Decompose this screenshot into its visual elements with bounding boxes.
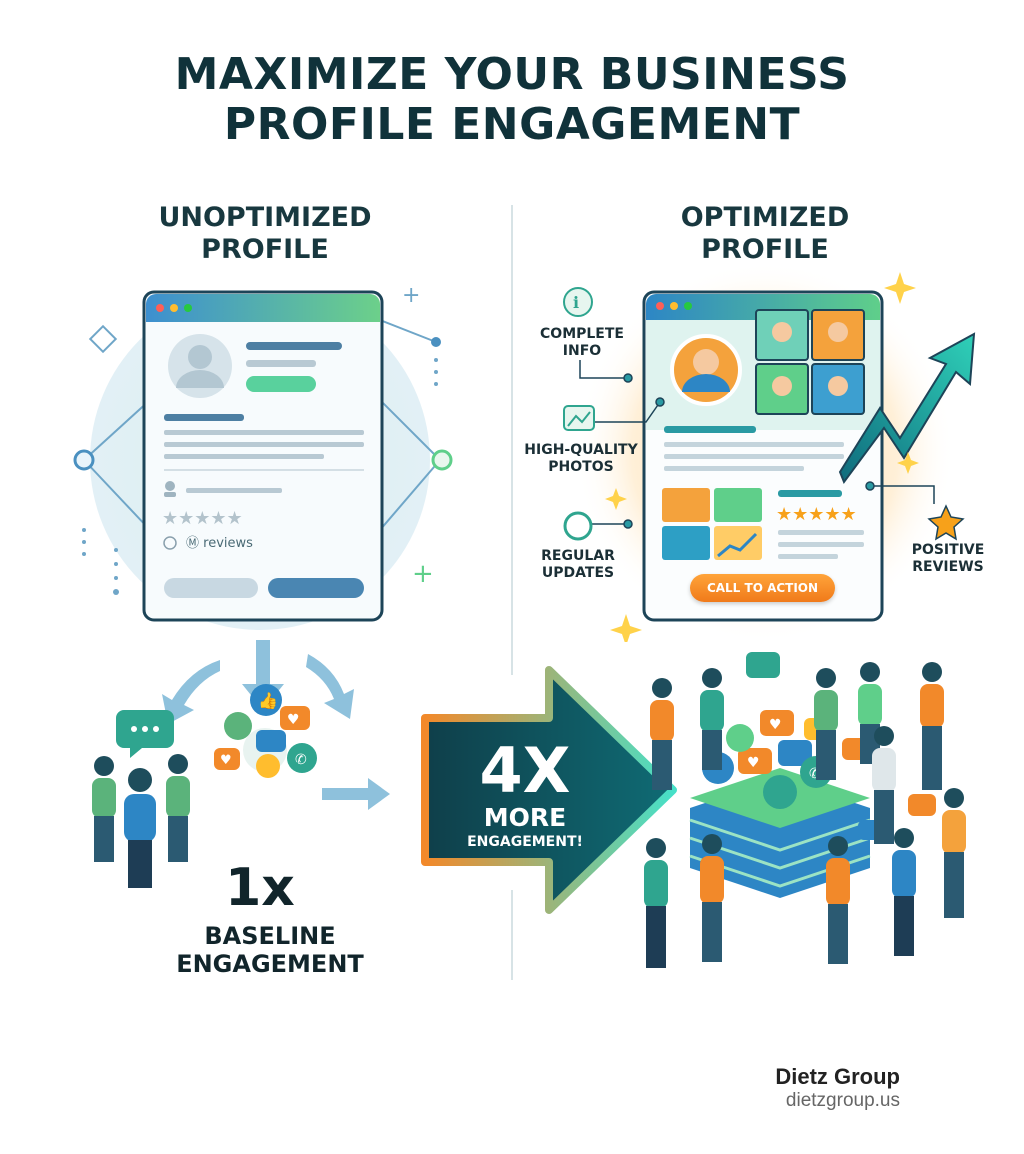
like-icon (250, 684, 282, 716)
call-to-action-button[interactable]: CALL TO ACTION (690, 574, 835, 602)
engagement-label: ENGAGEMENT! (467, 834, 583, 850)
info-icon (563, 287, 593, 317)
reviews-count-text: Ⓜ reviews (186, 536, 253, 551)
title-line-1: MAXIMIZE YOUR BUSINESS (174, 49, 850, 100)
primary-button (268, 578, 364, 598)
plus-icon: + (412, 559, 434, 589)
svg-text:♥: ♥ (769, 717, 782, 733)
unoptimized-heading: UNOPTIMIZED PROFILE (158, 202, 372, 265)
network-node-top (431, 337, 441, 347)
network-node-left (73, 449, 95, 471)
optimized-heading: OPTIMIZED PROFILE (680, 202, 850, 265)
feature-regular-updates: REGULAR UPDATES (541, 548, 615, 581)
phone-icon (287, 743, 317, 773)
refresh-icon (563, 511, 593, 541)
svg-text:✆: ✆ (809, 766, 821, 782)
empty-star-rating: ★★★★★ (162, 508, 243, 529)
svg-text:👍: 👍 (258, 691, 278, 710)
chat-bubble-icon (116, 710, 174, 758)
network-lines (83, 319, 441, 531)
heart-icon (214, 748, 240, 770)
baseline-caption: BASELINE ENGAGEMENT (176, 922, 364, 978)
heart-icon (280, 706, 310, 730)
feature-complete-info: COMPLETE INFO (540, 326, 624, 359)
photo-grid (755, 309, 865, 415)
chat-icon (256, 730, 286, 752)
optimized-illustration: ★★★★★ i (563, 262, 976, 642)
pointer-icon (256, 754, 280, 778)
engagement-more-label: MORE (483, 803, 567, 832)
brand-url[interactable]: dietzgroup.us (785, 1090, 900, 1111)
network-node-right (431, 449, 453, 471)
five-star-rating: ★★★★★ (776, 504, 857, 525)
like-icon (224, 712, 252, 740)
page-title: MAXIMIZE YOUR BUSINESS PROFILE ENGAGEMEN… (0, 50, 1024, 150)
unoptimized-illustration: + + ★★★★★ (73, 283, 453, 630)
svg-text:♥: ♥ (747, 755, 760, 771)
baseline-multiplier: 1x (225, 858, 295, 918)
diamond-shape (88, 324, 118, 354)
crowd-illustration: ♥ ♥ ✆ (644, 652, 966, 968)
svg-text:♥: ♥ (287, 712, 300, 728)
brand-name: Dietz Group (775, 1064, 900, 1089)
engagement-multiplier: 4X (479, 734, 571, 807)
crowd-people (644, 662, 966, 968)
column-divider-lower (511, 890, 513, 980)
feature-high-quality-photos: HIGH-QUALITY PHOTOS (524, 442, 638, 475)
star-icon (927, 504, 965, 541)
card-title-bar (146, 294, 380, 322)
secondary-button (164, 578, 258, 598)
sparkles (605, 272, 919, 642)
column-divider (511, 205, 513, 675)
svg-text:✆: ✆ (295, 752, 307, 768)
clock-icon (163, 536, 177, 550)
baseline-engagement-illustration: 👍 ♥ ♥ ✆ (92, 640, 390, 888)
thumbnail-grid (662, 488, 762, 560)
reaction-icons-cluster: 👍 ♥ ♥ ✆ (214, 684, 317, 778)
title-line-2: PROFILE ENGAGEMENT (223, 99, 801, 150)
feature-connectors (579, 360, 935, 529)
engagement-arrow (421, 666, 677, 914)
svg-text:♥: ♥ (220, 753, 232, 768)
feature-positive-reviews: POSITIVE REVIEWS (911, 542, 985, 575)
svg-text:i: i (573, 293, 579, 312)
plus-icon: + (402, 283, 420, 308)
growth-arrow (838, 332, 976, 485)
right-arrow-small (322, 778, 390, 810)
people-group (92, 754, 190, 888)
